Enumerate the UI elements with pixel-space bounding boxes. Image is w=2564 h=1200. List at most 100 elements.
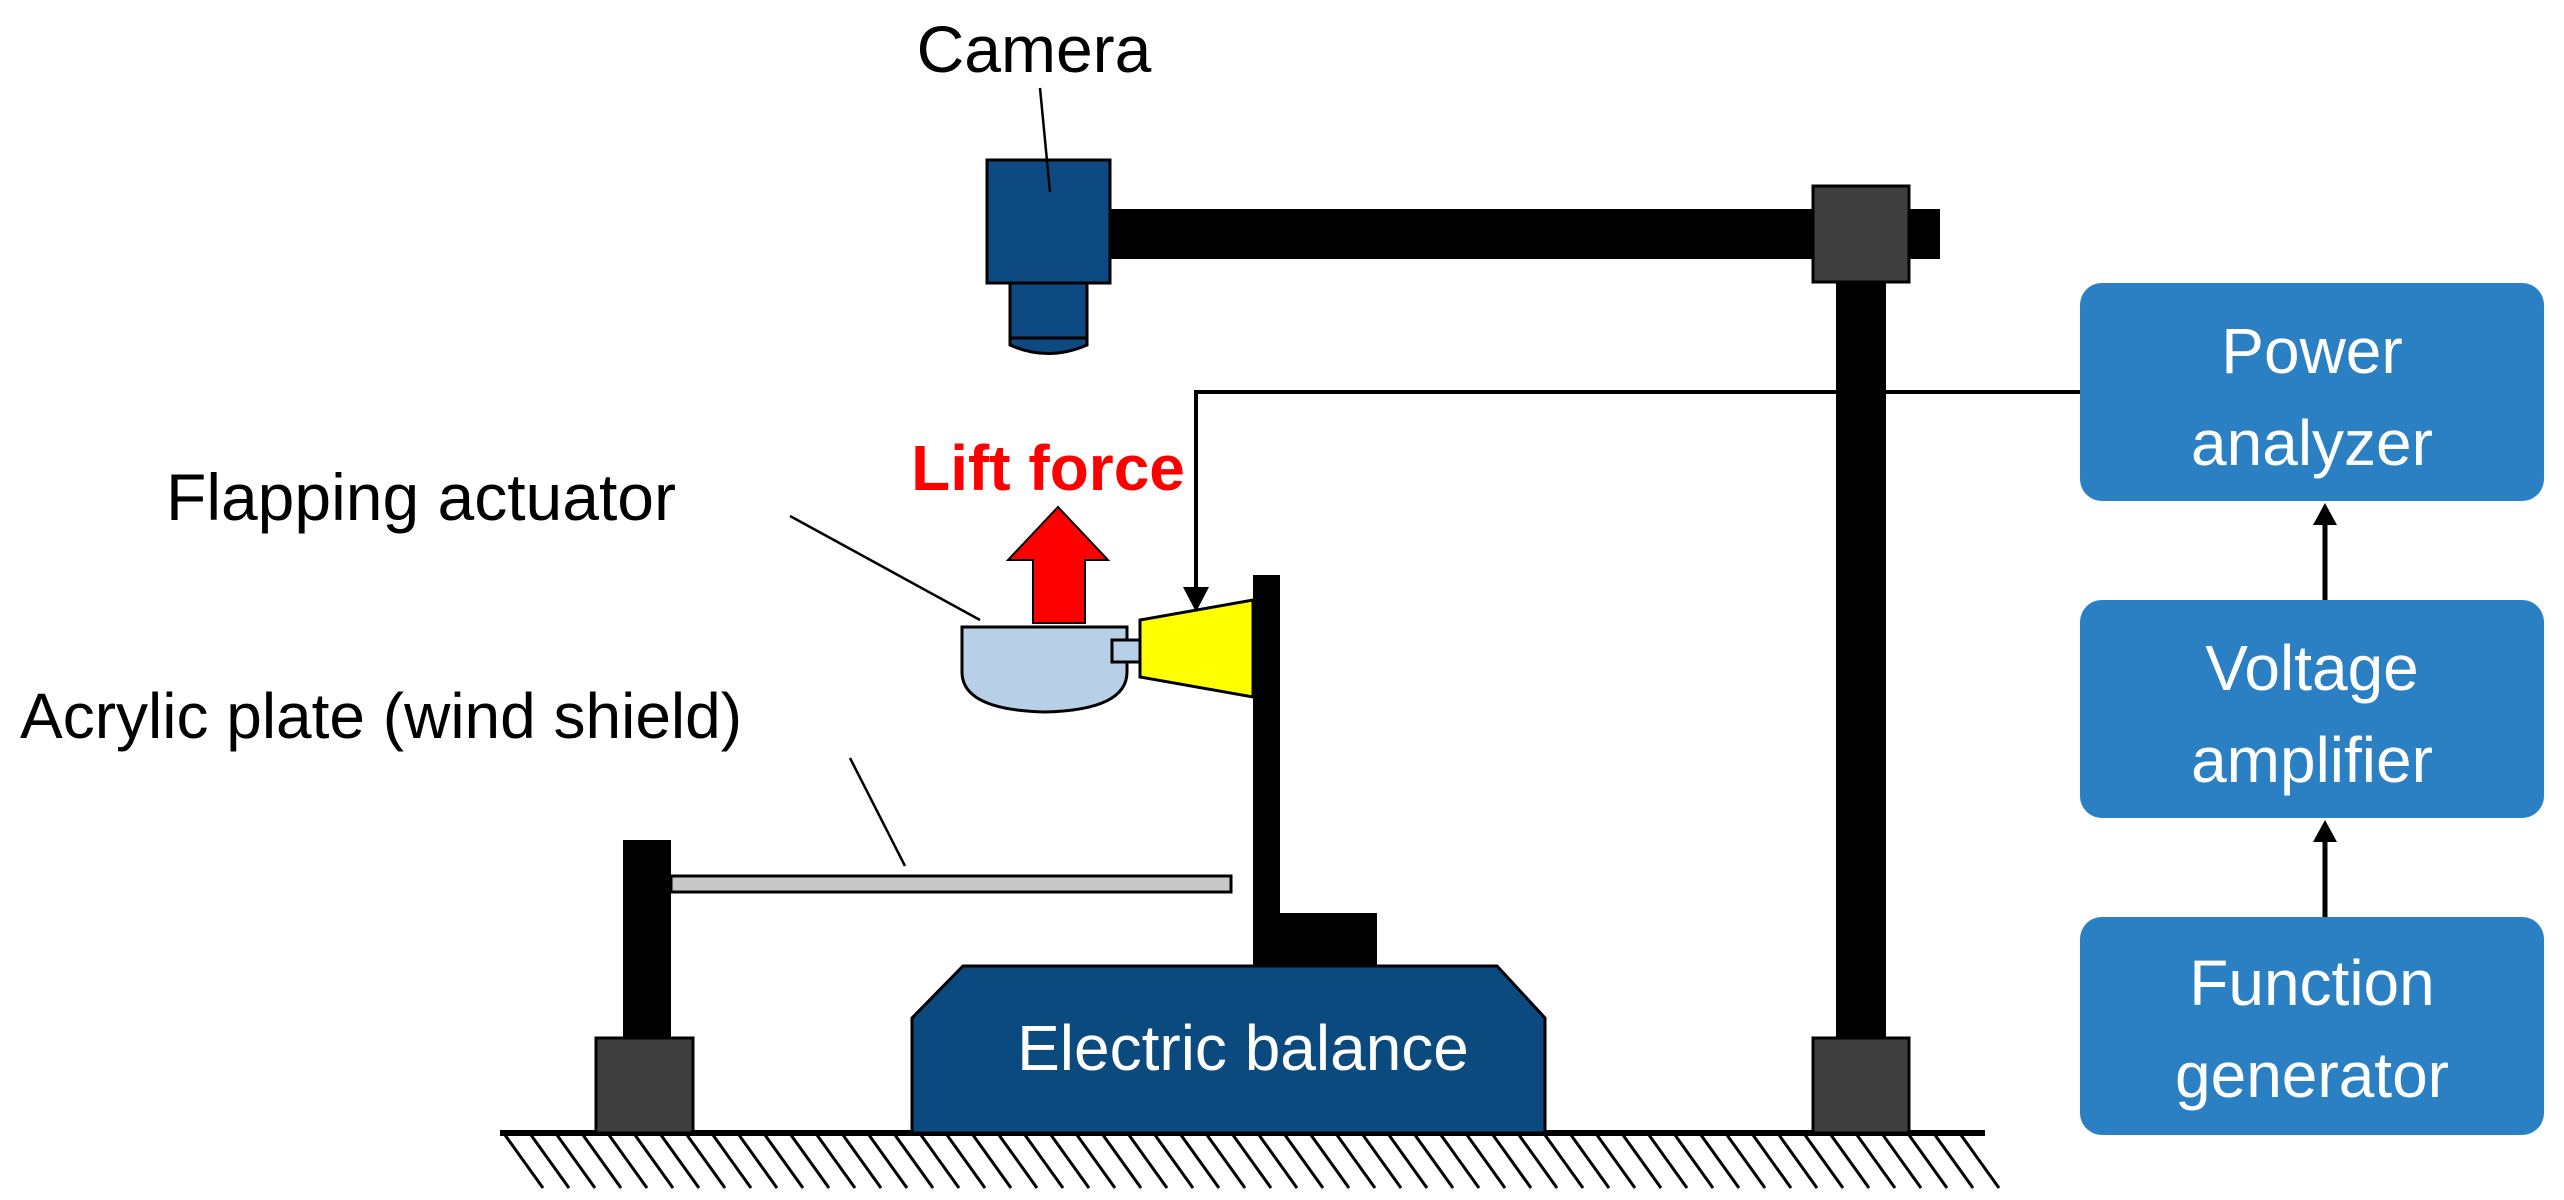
- ground-hatch-line: [659, 1134, 701, 1189]
- ground-hatch-line: [997, 1134, 1039, 1189]
- amplifier-to-analyzer-arrowhead: [2313, 503, 2337, 525]
- camera-leader-line: [1038, 87, 1052, 193]
- wind-shield-post: [623, 840, 671, 1040]
- ground-hatch-line: [503, 1134, 545, 1189]
- ground-hatch-line: [581, 1134, 623, 1189]
- camera-lens: [1008, 281, 1089, 340]
- actuator-leader-line: [789, 514, 981, 622]
- ground-hatch-line: [607, 1134, 649, 1189]
- ground-hatch-line: [1231, 1134, 1273, 1189]
- wind-shield-foot: [594, 1036, 695, 1135]
- ground-hatch-line: [1751, 1134, 1793, 1189]
- ground-hatch-line: [1283, 1134, 1325, 1189]
- flapping-actuator-label: Flapping actuator: [166, 460, 676, 534]
- lift-force-arrow: [1005, 505, 1111, 624]
- ground-hatching: [503, 1134, 2001, 1189]
- ground-hatch-line: [1543, 1134, 1585, 1189]
- frame-foot-right: [1811, 1036, 1911, 1135]
- ground-hatch-line: [1725, 1134, 1767, 1189]
- power-analyzer-line2: analyzer: [2191, 407, 2433, 479]
- actuator-mount-post: [1253, 575, 1280, 968]
- ground-hatch-line: [1803, 1134, 1845, 1189]
- camera-support-frame: [1100, 184, 1940, 1135]
- function-generator-line2: generator: [2175, 1039, 2449, 1111]
- ground-hatch-line: [1205, 1134, 1247, 1189]
- block-connector-arrows: [2313, 503, 2337, 917]
- ground-hatch-line: [893, 1134, 935, 1189]
- ground-hatch-line: [1179, 1134, 1221, 1189]
- actuator-mount: [1253, 575, 1377, 968]
- actuator-wing: [960, 625, 1129, 714]
- camera: [985, 87, 1112, 355]
- lift-arrow-icon: [1005, 505, 1111, 624]
- ground-hatch-line: [1465, 1134, 1507, 1189]
- electric-balance: [910, 964, 1547, 1135]
- actuator-connector: [1110, 638, 1142, 664]
- ground-hatch-line: [1699, 1134, 1741, 1189]
- function-generator-box: [2080, 917, 2544, 1135]
- power-analyzer-line1: Power: [2221, 315, 2402, 387]
- camera-lens-tip: [1008, 336, 1089, 355]
- ground-hatch-line: [971, 1134, 1013, 1189]
- ground-hatch-line: [555, 1134, 597, 1189]
- voltage-amplifier-line2: amplifier: [2191, 724, 2433, 796]
- ground-hatch-line: [529, 1134, 571, 1189]
- ground-hatch-line: [789, 1134, 831, 1189]
- voltage-amplifier-box: [2080, 600, 2544, 818]
- electric-balance-label: Electric balance: [1017, 1012, 1469, 1084]
- ground-hatch-line: [711, 1134, 753, 1189]
- ground-hatch-line: [1829, 1134, 1871, 1189]
- ground-hatch-line: [1881, 1134, 1923, 1189]
- power-analyzer-box: [2080, 283, 2544, 501]
- ground-hatch-line: [1491, 1134, 1533, 1189]
- function-generator-line1: Function: [2189, 947, 2434, 1019]
- electric-balance-body: [910, 964, 1547, 1135]
- ground-hatch-line: [919, 1134, 961, 1189]
- ground-hatch-line: [1777, 1134, 1819, 1189]
- ground-hatch-line: [1569, 1134, 1611, 1189]
- ground-hatch-line: [1959, 1134, 2001, 1189]
- ground-hatch-line: [737, 1134, 779, 1189]
- ground-hatch-line: [1595, 1134, 1637, 1189]
- ground-hatch-line: [1621, 1134, 1663, 1189]
- ground-hatch-line: [815, 1134, 857, 1189]
- ground-hatch-line: [1439, 1134, 1481, 1189]
- ground-hatch-line: [1361, 1134, 1403, 1189]
- frame-corner-block: [1811, 184, 1911, 284]
- voltage-amplifier-line1: Voltage: [2205, 632, 2419, 704]
- actuator-mount-base: [1253, 913, 1377, 968]
- ground-hatch-line: [763, 1134, 805, 1189]
- ground: [500, 1130, 2001, 1189]
- frame-horizontal-arm: [1100, 209, 1940, 259]
- acrylic-plate-leader-line: [848, 757, 907, 867]
- ground-hatch-line: [1673, 1134, 1715, 1189]
- ground-hatch-line: [1855, 1134, 1897, 1189]
- ground-hatch-line: [1933, 1134, 1975, 1189]
- ground-hatch-line: [1413, 1134, 1455, 1189]
- generator-to-amplifier-arrowhead: [2313, 820, 2337, 842]
- signal-wire-line: [1194, 390, 2080, 600]
- ground-hatch-line: [945, 1134, 987, 1189]
- ground-hatch-line: [841, 1134, 883, 1189]
- power-analyzer-block: Power analyzer: [2080, 283, 2544, 501]
- signal-wire: [1183, 390, 2080, 612]
- ground-hatch-line: [1309, 1134, 1351, 1189]
- function-generator-block: Function generator: [2080, 917, 2544, 1135]
- signal-wire-arrowhead: [1183, 587, 1209, 612]
- voltage-amplifier-block: Voltage amplifier: [2080, 600, 2544, 818]
- camera-label: Camera: [917, 12, 1152, 86]
- ground-hatch-line: [1257, 1134, 1299, 1189]
- ground-hatch-line: [633, 1134, 675, 1189]
- ground-hatch-line: [1023, 1134, 1065, 1189]
- acrylic-plate-label: Acrylic plate (wind shield): [20, 680, 742, 752]
- ground-hatch-line: [1101, 1134, 1143, 1189]
- ground-hatch-line: [1049, 1134, 1091, 1189]
- frame-vertical-post: [1836, 275, 1886, 1045]
- ground-hatch-line: [867, 1134, 909, 1189]
- ground-hatch-line: [685, 1134, 727, 1189]
- acrylic-plate: [669, 874, 1233, 894]
- ground-hatch-line: [1387, 1134, 1429, 1189]
- flapping-actuator: [789, 514, 1255, 714]
- actuator-body: [1138, 598, 1255, 699]
